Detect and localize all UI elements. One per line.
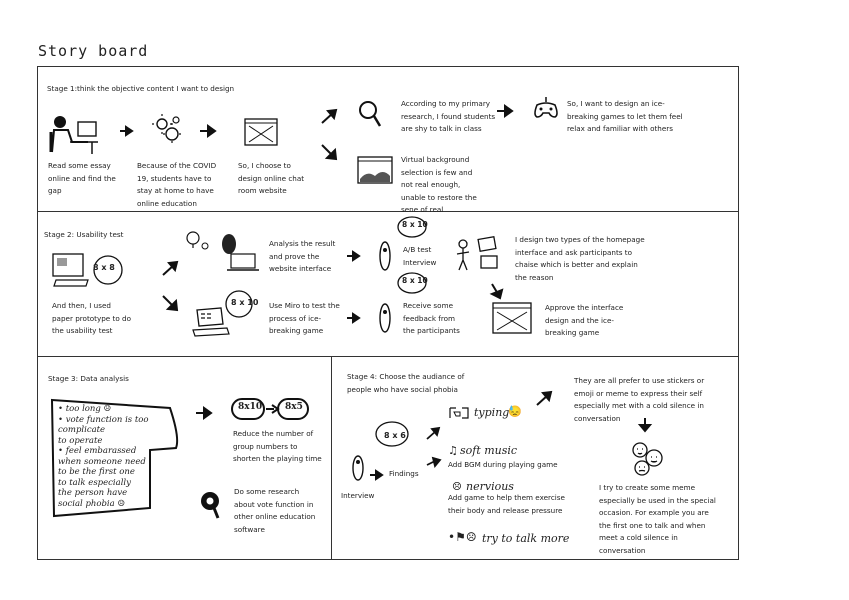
typing-text: typing <box>474 406 510 419</box>
page-title: Story board <box>38 42 149 60</box>
wireframe-icon <box>492 302 532 334</box>
arrow-up-right-icon <box>426 426 441 440</box>
wireframe-icon <box>244 118 278 146</box>
divider <box>37 356 739 357</box>
stage-3-label: Stage 3: Data analysis <box>48 374 129 383</box>
group-size-to: 8x5 <box>285 402 303 412</box>
feedback-text: Receive some feedback from the participa… <box>403 301 460 335</box>
shy-emoji-icon: 😓 <box>508 405 522 418</box>
arrow-right-icon <box>426 456 442 468</box>
badge-8x10: 8 x 10 <box>402 276 428 285</box>
virtual-background-icon <box>357 156 393 184</box>
storyboard-frame <box>37 66 739 560</box>
arrow-right-icon <box>497 104 514 118</box>
ab-test-icon <box>379 216 427 271</box>
miro-laptop-icon <box>192 290 253 337</box>
read-essay-text: Read some essay online and find the gap <box>48 161 116 195</box>
badge-8x8: 8 x 8 <box>93 263 115 272</box>
prefer-text: They are all prefer to use stickers or e… <box>574 376 705 423</box>
note-line: to be the first one <box>58 467 135 477</box>
games-text: So, I want to design an ice-breaking gam… <box>567 99 683 133</box>
nervous-face-icon: ☹ <box>452 480 462 493</box>
search-icon <box>201 492 220 519</box>
note-line: when someone need <box>58 456 146 467</box>
note-line: • feel embarassed <box>58 446 137 456</box>
stage-1-label: Stage 1:think the objective content I wa… <box>47 84 235 93</box>
meme-text: I try to create some meme especially be … <box>599 483 716 555</box>
person-reading-icon <box>49 116 98 154</box>
stage-2-label: Stage 2: Usability test <box>44 230 124 239</box>
interview-text: Interview <box>341 491 375 500</box>
note-line: to operate <box>58 435 103 446</box>
covid-text: Because of the COVID 19, students have t… <box>137 161 217 208</box>
speech-flag-icon: •⚑☹ <box>448 530 477 544</box>
badge-8x6: 8 x 6 <box>384 431 406 440</box>
note-line: • too long ☹ <box>58 404 112 414</box>
arrow-down-right-icon <box>321 144 338 161</box>
arrow-up-right-icon <box>536 390 553 406</box>
divider <box>37 211 739 212</box>
music-note-icon: ♫ <box>448 444 458 457</box>
badge-8x10: 8 x 10 <box>402 220 428 229</box>
arrow-down-icon <box>489 283 504 300</box>
soft-music-text: soft music <box>460 444 518 457</box>
note-line: to talk especially <box>58 477 131 488</box>
paper-prototype-text: And then, I used paper prototype to do t… <box>52 301 131 335</box>
divider <box>331 356 332 560</box>
arrow-up-right-icon <box>321 108 338 124</box>
paper-prototype-icon <box>52 253 123 287</box>
research-text: According to my primary research, I foun… <box>401 99 496 133</box>
ab-test-text: A/B test Interview <box>403 245 437 267</box>
arrow-down-right-icon <box>162 295 179 312</box>
arrow-right-icon <box>347 312 361 324</box>
notes-list: • too long ☹ • vote function is too comp… <box>58 404 178 509</box>
try-talk-text: try to talk more <box>482 532 570 545</box>
emoji-stickers-icon <box>632 442 663 476</box>
chat-typing-icon <box>449 407 469 419</box>
arrow-right-icon <box>120 125 134 137</box>
arrow-right-icon <box>200 124 217 138</box>
group-size-from: 8x10 <box>238 402 263 412</box>
arrow-up-right-icon <box>162 260 179 276</box>
miro-text: Use Miro to test the process of ice-brea… <box>269 301 340 335</box>
gamepad-icon <box>534 97 558 118</box>
feedback-icon <box>379 272 427 333</box>
findings-text: Findings <box>389 469 419 478</box>
magnifier-icon <box>359 101 382 127</box>
approve-text: Approve the interface design and the ice… <box>545 303 624 337</box>
stage-4-label: Stage 4: Choose the audiance of people w… <box>347 372 465 394</box>
bgm-text: Add BGM during playing game <box>448 460 558 469</box>
arrow-down-icon <box>637 418 653 433</box>
exercise-text: Add game to help them exercise their bod… <box>448 493 565 515</box>
choose-text: So, I choose to design online chat room … <box>238 161 305 195</box>
note-line: • vote function is too complicate <box>58 414 149 436</box>
badge-8x10: 8 x 10 <box>231 298 259 307</box>
interview-icon <box>352 421 409 481</box>
group-reduce-icon <box>231 398 309 420</box>
reduce-text: Reduce the number of group numbers to sh… <box>233 429 322 463</box>
arrow-right-icon <box>370 469 384 481</box>
virus-icon <box>152 114 181 143</box>
vote-research-text: Do some research about vote function in … <box>234 487 316 534</box>
nervous-text: nervious <box>466 480 514 493</box>
homepage-text: I design two types of the homepage inter… <box>515 235 645 282</box>
analysis-icon <box>186 231 259 271</box>
two-homepages-icon <box>456 235 498 271</box>
arrow-right-icon <box>347 250 361 262</box>
notes-bubble <box>50 398 179 518</box>
note-line: social phobia ☹ <box>58 498 126 509</box>
arrow-right-icon <box>196 406 213 420</box>
virtual-background-text: Virtual background selection is few and … <box>401 155 477 214</box>
note-line: the person have <box>58 488 128 498</box>
analysis-text: Analysis the result and prove the websit… <box>269 239 336 273</box>
